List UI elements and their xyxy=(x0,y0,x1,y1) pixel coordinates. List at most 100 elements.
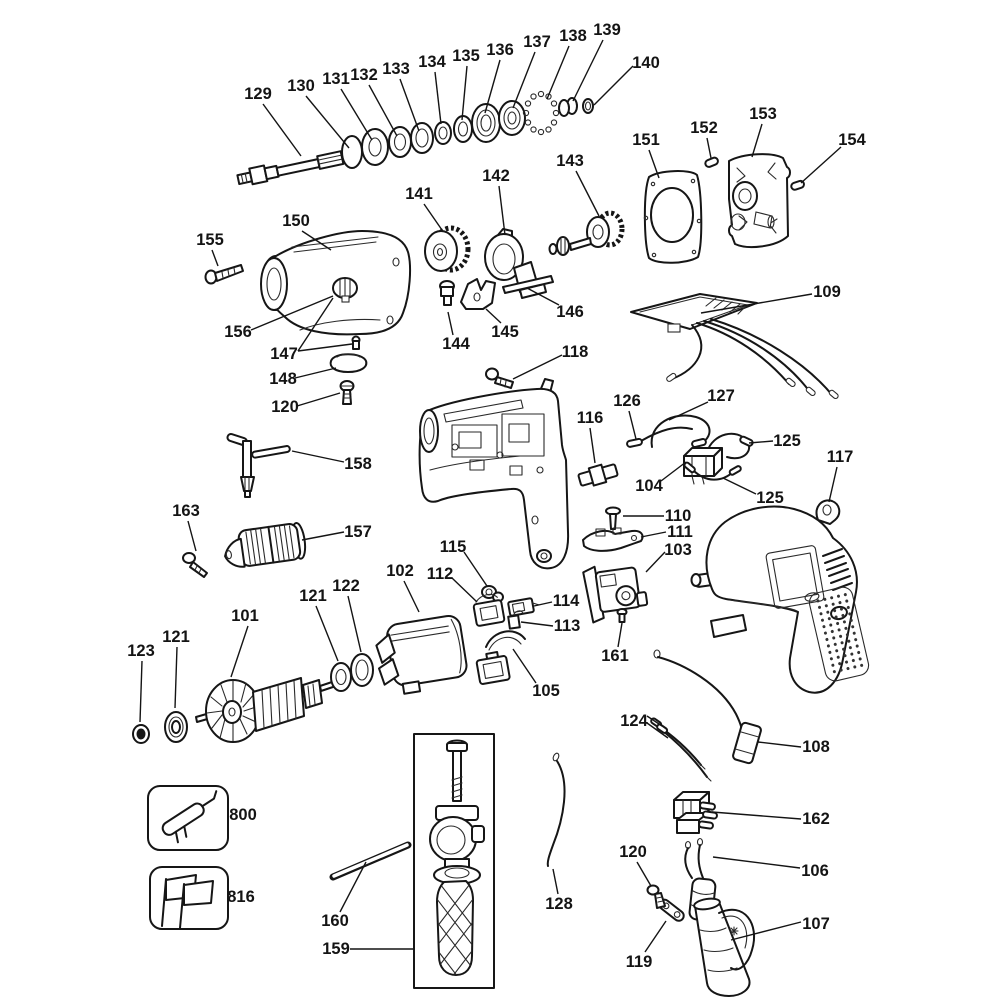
leader-line-125 xyxy=(748,440,774,444)
part-ring-123 xyxy=(132,724,150,744)
part-label-157-42: 157 xyxy=(344,523,372,541)
part-label-151-15: 151 xyxy=(632,131,660,149)
leader-line-128 xyxy=(552,868,559,895)
part-ring-122 xyxy=(350,653,374,687)
part-label-125-35: 125 xyxy=(756,489,784,507)
part-label-158-40: 158 xyxy=(344,455,372,473)
leader-line-111 xyxy=(640,531,667,538)
part-label-139-10: 139 xyxy=(593,21,621,39)
leader-line-127 xyxy=(668,401,709,421)
leader-line-124 xyxy=(646,715,663,727)
leader-line-112 xyxy=(451,577,478,603)
part-label-150-20: 150 xyxy=(282,212,310,230)
part-spring-wire-128 xyxy=(546,752,566,867)
leader-line-102 xyxy=(403,580,420,613)
part-label-140-11: 140 xyxy=(632,54,660,72)
part-switch-103 xyxy=(582,565,649,624)
part-label-127-32: 127 xyxy=(707,387,735,405)
leader-lines-layer xyxy=(139,39,842,953)
part-chuck-key xyxy=(226,433,291,498)
part-screw-155 xyxy=(204,264,244,285)
leader-line-104 xyxy=(660,461,687,482)
part-label-161-54: 161 xyxy=(601,647,629,665)
part-label-145-26: 145 xyxy=(491,323,519,341)
part-screw-120-bottom xyxy=(646,884,666,909)
leader-line-121 xyxy=(315,605,339,662)
leader-line-162 xyxy=(711,811,802,820)
part-carbon-brush-113 xyxy=(507,610,524,630)
part-first-gear xyxy=(424,225,471,273)
part-screw-118 xyxy=(485,367,514,389)
part-label-104-34: 104 xyxy=(635,477,663,495)
part-lead-wires-124 xyxy=(650,717,712,782)
part-bearing-121-right xyxy=(330,662,352,692)
part-spindle xyxy=(236,150,345,186)
leader-line-141 xyxy=(423,203,443,231)
leader-line-132 xyxy=(368,84,398,137)
part-end-plate xyxy=(728,153,791,249)
part-pin-147 xyxy=(351,335,361,350)
part-lead-108 xyxy=(653,649,762,765)
part-second-gear-shaft xyxy=(548,210,625,256)
part-label-155-19: 155 xyxy=(196,231,224,249)
part-gasket xyxy=(643,170,703,264)
leader-line-160 xyxy=(339,861,367,913)
part-brush-cover-wires xyxy=(630,293,839,400)
part-label-122-48: 122 xyxy=(332,577,360,595)
leader-line-161 xyxy=(617,622,623,648)
leader-line-144 xyxy=(447,311,454,336)
part-label-125-33: 125 xyxy=(773,432,801,450)
part-fork-bracket xyxy=(460,278,496,310)
part-label-156-21: 156 xyxy=(224,323,252,341)
part-field-coil xyxy=(375,615,468,695)
leader-line-148 xyxy=(294,367,337,379)
part-brush-holder-lower xyxy=(475,651,511,685)
part-ball-ring xyxy=(522,90,560,136)
part-label-134-5: 134 xyxy=(418,53,446,71)
leader-line-114 xyxy=(533,601,553,607)
part-screw-110 xyxy=(605,506,621,530)
leader-line-130 xyxy=(305,95,350,149)
part-label-141-12: 141 xyxy=(405,185,433,203)
leader-line-136 xyxy=(484,59,501,114)
leader-line-108 xyxy=(757,741,802,748)
leader-line-116 xyxy=(589,427,596,464)
leader-line-129 xyxy=(262,103,302,157)
leader-line-146 xyxy=(526,287,560,306)
leader-line-152 xyxy=(706,137,712,159)
leader-line-109 xyxy=(700,293,813,314)
leader-line-153 xyxy=(751,123,763,158)
leader-line-107 xyxy=(730,921,802,941)
part-label-136-7: 136 xyxy=(486,41,514,59)
part-label-119-61: 119 xyxy=(626,953,653,971)
part-label-101-50: 101 xyxy=(231,607,259,625)
leader-line-106 xyxy=(712,856,801,869)
leader-line-124 xyxy=(646,722,669,739)
leader-line-134 xyxy=(434,71,442,125)
leader-line-117 xyxy=(828,466,838,503)
leader-line-154 xyxy=(800,146,842,184)
part-label-106-59: 106 xyxy=(801,862,829,880)
part-label-162-57: 162 xyxy=(802,810,830,828)
leader-line-119 xyxy=(644,920,667,953)
leader-line-140 xyxy=(593,65,634,106)
part-label-107-60: 107 xyxy=(802,915,830,933)
part-label-130-1: 130 xyxy=(287,77,315,95)
part-label-111-38: 111 xyxy=(667,523,693,541)
part-label-137-8: 137 xyxy=(523,33,551,51)
part-brush-holder-112 xyxy=(472,593,506,627)
part-cap-148 xyxy=(329,353,368,373)
part-label-120-24: 120 xyxy=(271,398,299,416)
part-label-143-14: 143 xyxy=(556,152,584,170)
part-brush-bar-116 xyxy=(577,463,619,487)
part-label-113-47: 113 xyxy=(554,617,581,635)
part-screw-154 xyxy=(790,179,805,191)
part-label-102-45: 102 xyxy=(386,562,414,580)
part-band-105 xyxy=(485,630,526,651)
part-label-148-23: 148 xyxy=(269,370,297,388)
leader-line-121 xyxy=(174,646,178,709)
leader-line-143 xyxy=(575,170,600,217)
